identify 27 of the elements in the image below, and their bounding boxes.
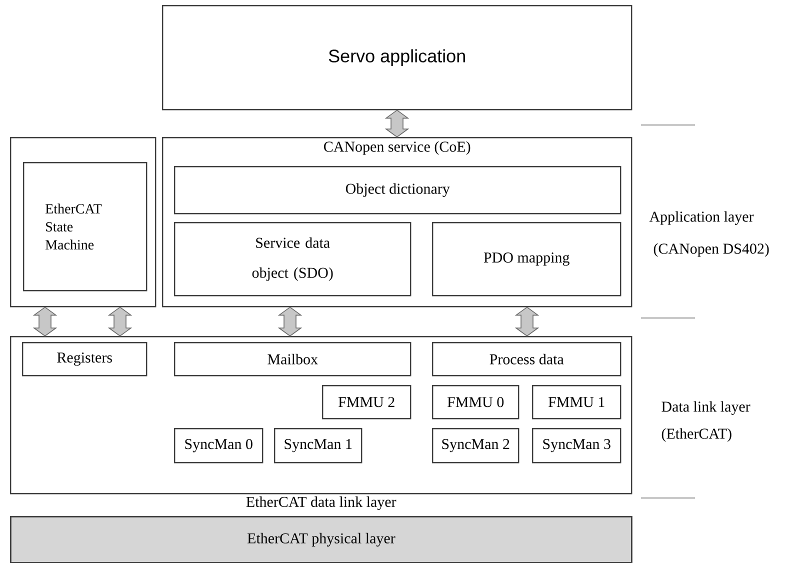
- layer-label: (EtherCAT): [662, 428, 732, 442]
- process-box: Service data object (SDO): [174, 222, 412, 296]
- node-label: EtherCAT data link layer: [246, 496, 396, 510]
- process-box: FMMU 1: [532, 385, 622, 420]
- double-arrow: [278, 306, 302, 336]
- double-arrow: [384, 110, 410, 138]
- layer-label: Application layer: [649, 211, 754, 225]
- process-box: PDO mapping: [432, 222, 622, 296]
- double-arrow: [32, 306, 58, 336]
- layer-bar: EtherCAT physical layer: [10, 516, 632, 563]
- outer-box: [10, 137, 156, 308]
- process-box: SyncMan 2: [432, 428, 520, 464]
- process-box: SyncMan 0: [174, 428, 264, 464]
- double-arrow: [514, 306, 540, 336]
- process-box: Object dictionary: [174, 166, 622, 214]
- process-box: Process data: [432, 342, 622, 376]
- process-box: SyncMan 1: [274, 428, 362, 464]
- state-machine-box: EtherCAT State Machine: [23, 162, 148, 292]
- process-box: SyncMan 3: [532, 428, 622, 464]
- layer-label: Data link layer: [662, 401, 750, 415]
- double-arrow: [108, 306, 132, 336]
- process-box: Registers: [22, 342, 148, 376]
- layer-label: (CANopen DS402): [654, 243, 769, 257]
- process-box: Mailbox: [174, 342, 412, 376]
- process-box: FMMU 2: [322, 385, 412, 420]
- process-box: FMMU 0: [432, 385, 520, 420]
- application-box: Servo application: [162, 5, 632, 110]
